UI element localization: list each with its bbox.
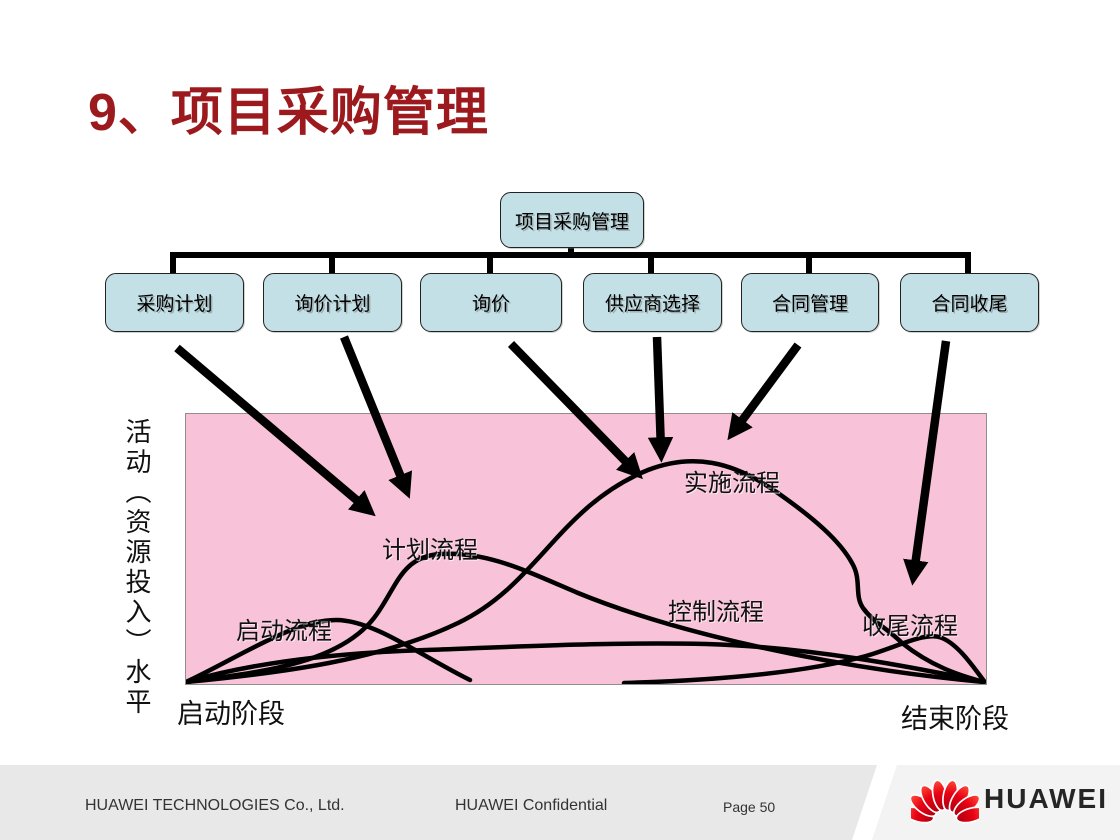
huawei-logo-text: HUAWEI [984,783,1108,814]
label-closing-process: 收尾流程 [862,612,958,640]
label-controlling-process: 控制流程 [668,598,764,626]
org-node-root-label: 项目采购管理 [514,210,629,233]
curve-controlling [186,641,986,684]
connector-stub-6 [965,258,971,274]
org-node-procurement-planning: 采购计划 [105,273,244,332]
label-executing-process: 实施流程 [684,469,780,497]
org-node-label: 合同收尾 [931,293,1008,315]
curve-closing [621,633,986,684]
org-node-label: 询价 [471,293,510,315]
org-node-contract-administration: 合同管理 [741,273,879,332]
footer-company: HUAWEI TECHNOLOGIES Co., Ltd. [85,797,345,814]
connector-stub-5 [806,258,812,274]
label-initiating-process: 启动流程 [236,617,332,645]
connector-horizontal [170,252,971,258]
org-node-solicitation-planning: 询价计划 [263,273,402,332]
org-node-label: 询价计划 [294,293,371,315]
connector-stub-3 [487,258,493,274]
org-node-source-selection: 供应商选择 [583,273,722,332]
footer-page-number: Page 50 [723,799,776,815]
org-node-label: 合同管理 [771,293,848,315]
y-axis-label: 活动（资源投入）水平 [121,418,151,718]
page-title: 9、项目采购管理 [88,84,489,142]
org-node-label: 供应商选择 [604,293,700,315]
org-node-label: 采购计划 [136,293,213,315]
curve-initiating [186,617,473,684]
connector-root-stub [568,246,574,254]
org-node-solicitation: 询价 [420,273,562,332]
connector-stub-1 [170,258,176,274]
org-node-root: 项目采购管理 [500,192,644,248]
x-axis-end-label: 结束阶段 [901,704,1009,735]
label-planning-process: 计划流程 [382,536,478,564]
process-curves [186,458,986,684]
org-node-contract-closeout: 合同收尾 [900,273,1039,332]
curve-executing [186,458,986,684]
connector-stub-2 [329,258,335,274]
huawei-logo-icon [911,779,979,824]
footer-confidential: HUAWEI Confidential [455,797,608,814]
connector-stub-4 [648,258,654,274]
x-axis-start-label: 启动阶段 [177,699,285,730]
